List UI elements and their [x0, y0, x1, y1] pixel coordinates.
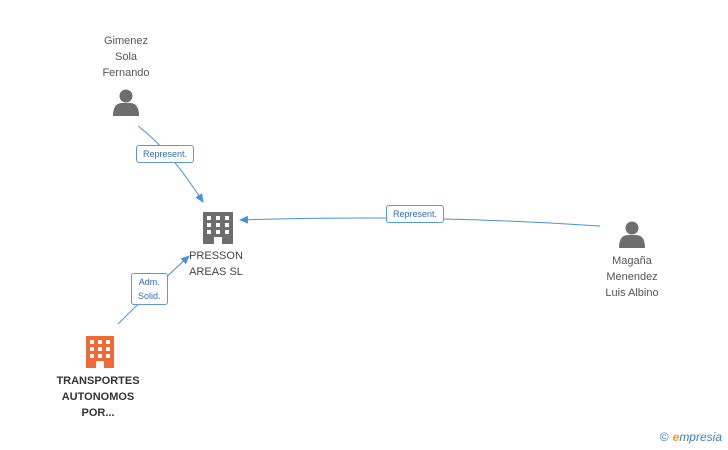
edge-label-adm-solid[interactable]: Adm. Solid.: [131, 273, 168, 305]
edge-label-represent-magana[interactable]: Represent.: [386, 205, 445, 223]
edge-label-represent-gimenez[interactable]: Represent.: [136, 145, 195, 163]
node-label-magana[interactable]: Magaña Menendez Luis Albino: [605, 255, 659, 299]
person-icon[interactable]: [619, 221, 645, 249]
node-label-gimenez[interactable]: Gimenez Sola Fernando: [102, 35, 150, 79]
building-icon[interactable]: [86, 336, 114, 368]
brand-name: mpresia: [679, 430, 722, 444]
building-icon[interactable]: [203, 212, 233, 244]
brand-initial: e: [672, 430, 680, 444]
node-label-transportes[interactable]: TRANSPORTES AUTONOMOS POR...: [56, 375, 140, 419]
person-icon[interactable]: [113, 89, 139, 117]
node-label-presson[interactable]: PRESSON AREAS SL: [189, 250, 243, 278]
edge-gimenez-presson: [137, 125, 204, 203]
copyright-symbol: ©: [659, 430, 669, 444]
empresia-watermark: ©empresia: [660, 430, 722, 444]
